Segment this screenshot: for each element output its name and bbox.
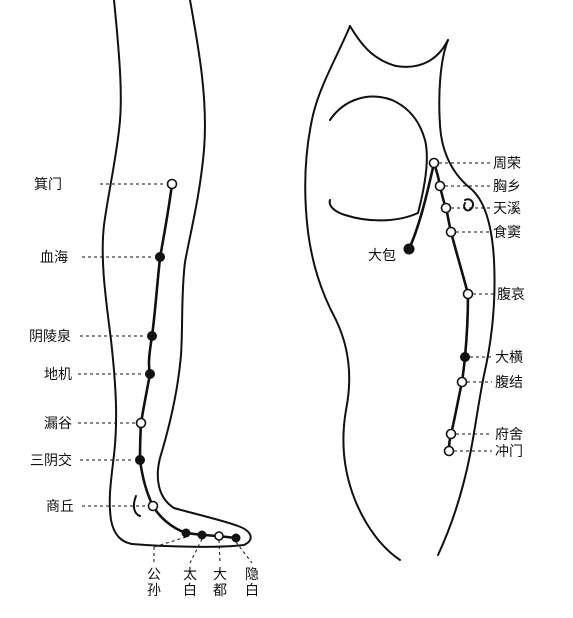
point-label: 胸乡: [493, 179, 521, 195]
point-label: 公: [147, 567, 161, 583]
acupoint-marker: [147, 500, 159, 512]
acupoint-marker: [440, 202, 452, 214]
point-label: 白: [183, 583, 197, 599]
acupoint-marker: [434, 180, 446, 192]
side-point: 大包: [368, 243, 415, 264]
point-label: 大包: [368, 248, 396, 264]
acupoint-marker: [428, 157, 440, 169]
point-label: 天溪: [493, 201, 521, 217]
leg-front-outline: [156, 0, 206, 509]
point-label: 商丘: [46, 499, 74, 515]
acupoint-marker: [197, 530, 207, 540]
back-outline: [304, 25, 401, 561]
point-label: 太: [183, 567, 197, 583]
point-label: 大横: [495, 350, 523, 366]
point-label: 血海: [40, 250, 68, 266]
acupoint-marker: [155, 252, 165, 262]
point-label: 白: [245, 583, 259, 599]
nipple-mark: [463, 198, 475, 212]
acupoint-marker: [135, 417, 147, 429]
leader-line: [218, 539, 221, 564]
acupoint-marker: [460, 352, 470, 362]
acupoint-marker: [147, 331, 157, 341]
point-label: 腹结: [495, 374, 523, 391]
point-label: 三阴交: [30, 452, 72, 469]
acupoint-marker: [181, 528, 191, 538]
leader-line: [189, 538, 203, 564]
point-label: 都: [213, 583, 227, 599]
leg-points: 箕门 血海 阴陵泉 地机 漏谷 三阴交 商丘: [29, 176, 178, 515]
point-label: 阴陵泉: [29, 328, 71, 345]
front-outline: [437, 39, 496, 556]
leg-meridian-line: [138, 182, 238, 540]
acupoint-marker: [145, 369, 155, 379]
torso-points: 周荣 胸乡 天溪 食窦 腹哀 大横 腹结 府舍 冲门: [428, 156, 525, 460]
acupoint-marker: [403, 243, 415, 255]
point-label: 箕门: [34, 176, 62, 193]
point-label: 府舍: [495, 427, 523, 443]
point-label: 周荣: [493, 156, 521, 172]
acupoint-marker: [462, 288, 474, 300]
point-label: 漏谷: [44, 416, 72, 432]
point-label: 孙: [147, 583, 161, 599]
acupoint-marker: [456, 376, 468, 388]
acupoint-marker: [214, 531, 224, 541]
acupoint-marker: [231, 533, 241, 543]
acupoint-marker: [445, 428, 457, 440]
point-label: 隐: [245, 567, 259, 583]
leader-line: [235, 541, 253, 564]
arm-outline: [328, 95, 428, 222]
torso-meridian-line: [432, 161, 470, 453]
torso-figure: [304, 25, 496, 561]
ankle-mark: [132, 495, 141, 517]
point-label: 冲门: [495, 444, 523, 460]
foot-points: 公 孙 太 白 大 都 隐 白: [147, 528, 259, 599]
side-branch-line: [407, 161, 436, 251]
foot-outline: [131, 507, 252, 548]
acupoint-marker: [166, 178, 178, 190]
point-label: 地机: [44, 367, 72, 383]
acupoint-marker: [135, 455, 145, 465]
acupoint-marker: [445, 226, 457, 238]
leg-back-outline: [101, 0, 133, 545]
point-label: 腹哀: [497, 286, 525, 303]
leg-figure: [101, 0, 252, 548]
point-label: 大: [213, 567, 227, 583]
head-neck-outline: [349, 25, 449, 68]
acupoint-marker: [443, 445, 455, 457]
point-label: 食窦: [493, 224, 521, 241]
